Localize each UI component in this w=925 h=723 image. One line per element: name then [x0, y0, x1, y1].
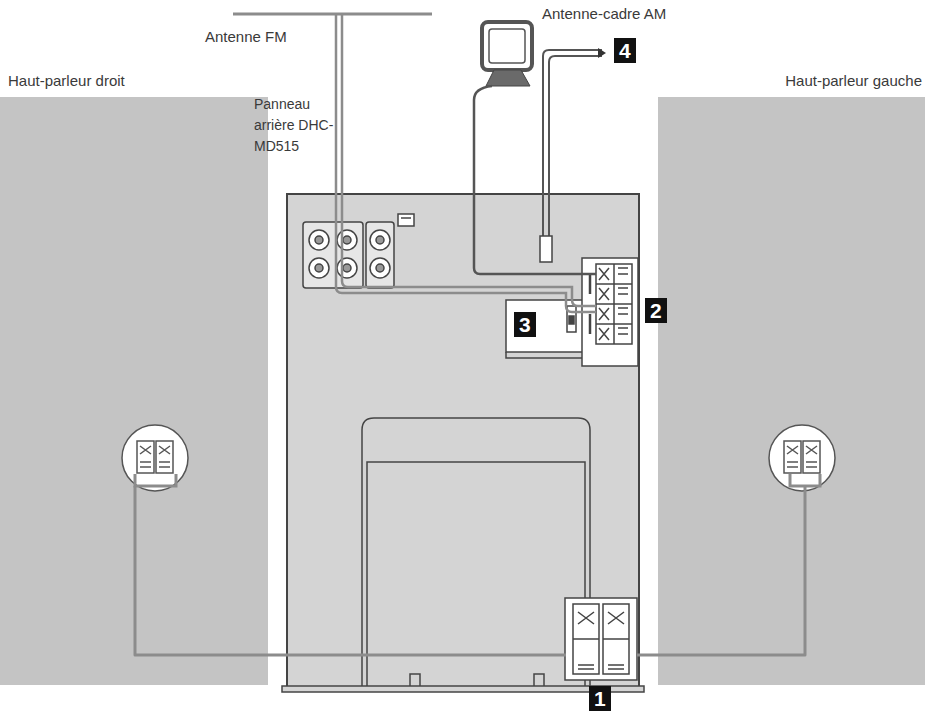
speaker-left: Haut-parleur gauche: [658, 62, 925, 685]
am-loop-antenna: [482, 22, 532, 86]
audio-jacks: [303, 214, 414, 288]
speaker-terminal: [769, 425, 835, 491]
unit-rear-panel: [287, 194, 639, 688]
speaker-right: Haut-parleur droit: [0, 62, 268, 685]
antenna-label: Antenne FM: [205, 27, 287, 47]
node-heading: Haut-parleur droit: [8, 70, 268, 91]
speaker-terminal: [122, 425, 188, 491]
wire-bracket: [790, 474, 820, 486]
speaker-output-terminal: [565, 598, 637, 680]
unit-recess: [367, 462, 585, 686]
speaker-cable: [135, 486, 566, 655]
am-antenna-wire: [474, 86, 596, 274]
callout-number: 4: [614, 38, 636, 63]
rear-panel-unit: Panneau arrière DHC-MD515: [250, 92, 640, 690]
unit-foot: [410, 674, 544, 686]
unit-recess: [362, 418, 590, 686]
callout-number: 3: [514, 312, 536, 337]
speaker-body: [658, 97, 925, 685]
antenna-label: Antenne-cadre AM: [542, 4, 666, 24]
node-heading: Panneau arrière DHC-MD515: [254, 94, 338, 157]
node-heading: Haut-parleur gauche: [658, 70, 922, 91]
voltage-selector: [506, 300, 586, 358]
speaker-cable: [637, 486, 805, 655]
callout-number: 2: [645, 298, 667, 323]
fm-antenna-feeder: [336, 14, 596, 312]
fm-antenna-wire: [233, 13, 432, 16]
callout-number: 1: [589, 686, 611, 711]
fm-antenna-feeder: [342, 14, 596, 306]
wire-bracket: [135, 474, 176, 486]
power-cord: [540, 48, 606, 262]
